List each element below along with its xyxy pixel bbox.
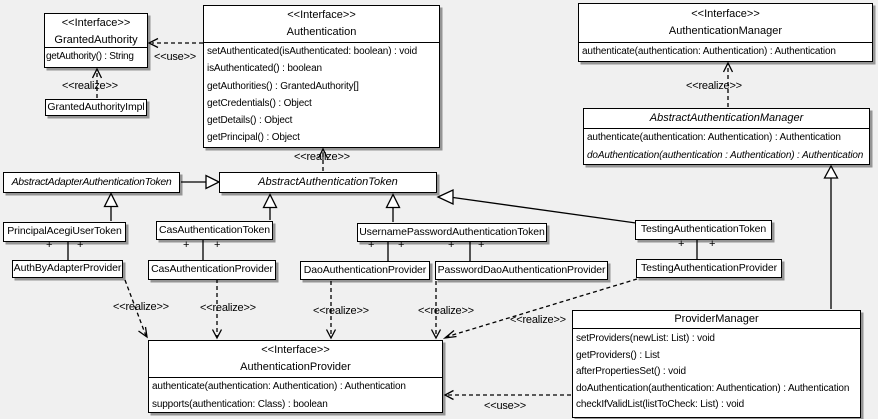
arrowhead <box>138 326 148 339</box>
class-grantedauthority: <<Interface>> GrantedAuthority getAuthor… <box>44 13 148 68</box>
triangle-arrowhead <box>823 164 839 179</box>
method: afterPropertiesSet() : void <box>576 366 686 378</box>
label-realize: <<realize>> <box>62 80 118 92</box>
class-principalacegiusertoken: PrincipalAcegiUserToken <box>3 222 126 242</box>
arrowhead <box>317 147 329 159</box>
label-use: <<use>> <box>154 51 197 63</box>
method: getProviders() : List <box>576 349 660 361</box>
method: setAuthenticated(isAuthenticated: boolea… <box>207 46 418 57</box>
class-abstractadapterauthenticationtoken: AbstractAdapterAuthenticationToken <box>3 172 180 193</box>
arrowhead <box>91 67 103 79</box>
class-casauthenticationprovider: CasAuthenticationProvider <box>148 260 276 280</box>
class-name: ProviderManager <box>573 311 860 329</box>
plus-marker: + <box>214 239 221 251</box>
stereotype: <<Interface>> <box>261 344 330 356</box>
label-realize: <<realize>> <box>113 301 169 313</box>
method-abstract: doAuthentication(authentication : Authen… <box>587 149 864 161</box>
class-name: AbstractAuthenticationManager <box>584 109 869 129</box>
stereotype: <<Interface>> <box>61 17 131 29</box>
arrowhead <box>211 329 223 340</box>
method: supports(authentication: Class) : boolea… <box>152 398 328 410</box>
class-grantedauthorityimpl: GrantedAuthorityImpl <box>45 99 147 116</box>
triangle-arrowhead <box>205 174 221 190</box>
arrowhead <box>430 329 442 340</box>
label-realize: <<realize>> <box>418 305 474 317</box>
stereotype: <<Interface>> <box>287 9 356 21</box>
method: checkIfValidList(listToCheck: List) : vo… <box>576 399 745 411</box>
plus-marker: + <box>478 239 485 251</box>
method: authenticate(authentication: Authenticat… <box>152 381 406 392</box>
label-realize: <<realize>> <box>294 151 350 163</box>
plus-marker: + <box>368 239 375 251</box>
plus-marker: + <box>448 239 455 251</box>
arrowhead <box>442 330 457 339</box>
class-authenticationprovider: <<Interface>> AuthenticationProvider aut… <box>148 340 443 413</box>
class-casauthenticationtoken: CasAuthenticationToken <box>156 221 273 240</box>
gen-testingtoken <box>452 196 637 224</box>
method: getAuthorities() : GrantedAuthority[] <box>207 80 359 92</box>
plus-marker: + <box>46 239 53 251</box>
method: getPrincipal() : Object <box>207 132 300 144</box>
class-providermanager: ProviderManager setProviders(newList: Li… <box>572 310 861 418</box>
method: getDetails() : Object <box>207 115 293 127</box>
class-passworddaoauthenticationprovider: PasswordDaoAuthenticationProvider <box>435 261 608 280</box>
plus-marker: + <box>709 238 716 250</box>
label-realize: <<realize>> <box>686 80 742 92</box>
arrowhead <box>722 61 734 73</box>
class-name: AuthenticationManager <box>668 25 783 37</box>
class-authenticationmanager: <<Interface>> AuthenticationManager auth… <box>578 3 873 62</box>
plus-marker: + <box>398 239 405 251</box>
method: isAuthenticated() : boolean <box>207 63 322 75</box>
triangle-arrowhead <box>103 192 119 208</box>
method: doAuthentication(authentication: Authent… <box>576 382 850 394</box>
triangle-arrowhead <box>436 188 454 206</box>
triangle-arrowhead <box>385 193 401 209</box>
label-realize: <<realize>> <box>200 302 256 314</box>
label-realize: <<realize>> <box>510 314 566 326</box>
arrowhead <box>325 329 337 340</box>
method: getAuthority() : String <box>46 51 134 62</box>
method: setProviders(newList: List) : void <box>576 333 715 344</box>
method: getCredentials() : Object <box>207 97 312 109</box>
class-abstractauthenticationmanager: AbstractAuthenticationManager authentica… <box>583 108 870 165</box>
class-testingauthenticationprovider: TestingAuthenticationProvider <box>636 259 782 278</box>
arrowhead <box>443 389 454 401</box>
label-realize: <<realize>> <box>313 305 369 317</box>
class-daoauthenticationprovider: DaoAuthenticationProvider <box>300 261 430 280</box>
method: authenticate(authentication: Authenticat… <box>582 46 836 57</box>
triangle-arrowhead <box>262 193 278 209</box>
class-testingauthenticationtoken: TestingAuthenticationToken <box>635 220 772 240</box>
class-abstractauthenticationtoken: AbstractAuthenticationToken <box>219 172 437 193</box>
method: authenticate(authentication: Authenticat… <box>587 132 841 143</box>
realize-authbyadapterprovider <box>124 279 147 337</box>
class-usernamepasswordauthenticationtoken: UsernamePasswordAuthenticationToken <box>357 223 547 242</box>
class-authentication: <<Interface>> Authentication setAuthenti… <box>203 5 440 148</box>
stereotype: <<Interface>> <box>691 8 760 20</box>
plus-marker: + <box>678 238 685 250</box>
class-name: Authentication <box>286 26 357 38</box>
realize-testingauthenticationprovider <box>445 278 638 338</box>
class-name: AuthenticationProvider <box>240 361 351 373</box>
label-use: <<use>> <box>484 400 527 412</box>
class-authbyadapterprovider: AuthByAdapterProvider <box>12 260 123 278</box>
plus-marker: + <box>183 239 190 251</box>
class-name: GrantedAuthority <box>54 34 138 46</box>
arrowhead <box>147 37 159 49</box>
plus-marker: + <box>77 239 84 251</box>
